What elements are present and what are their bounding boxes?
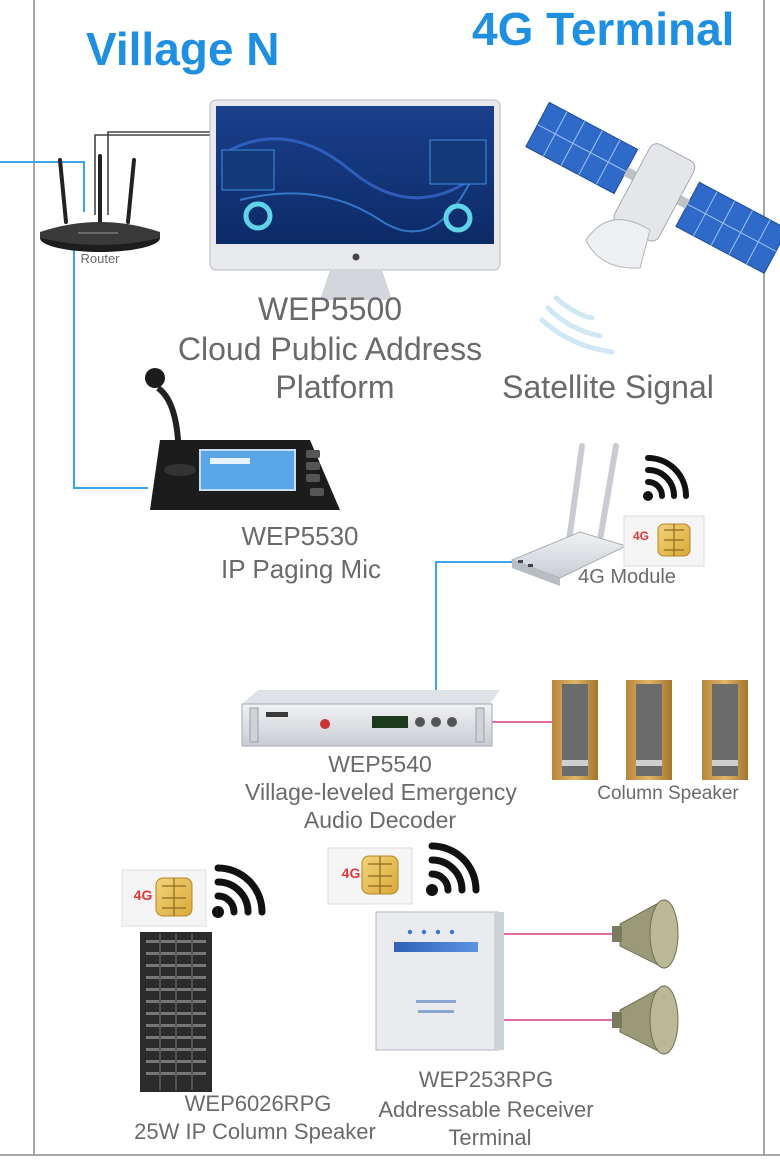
router-label: Router xyxy=(80,251,120,266)
terminal-title: 4G Terminal xyxy=(472,3,735,55)
ip-column-speaker-icon xyxy=(140,932,212,1092)
4g-module-icon xyxy=(510,443,628,586)
wifi-icon-receiver xyxy=(426,842,480,896)
platform-model: WEP5500 xyxy=(257,291,403,327)
monitor-icon xyxy=(209,99,501,300)
decoder-model: WEP5540 xyxy=(328,751,432,777)
platform-line2: Platform xyxy=(275,369,395,405)
ip-column-sim-text: 4G xyxy=(133,887,153,903)
network-links xyxy=(0,131,514,692)
satellite-signal-waves xyxy=(539,295,615,355)
village-title: Village N xyxy=(86,23,280,75)
decoder-line2: Audio Decoder xyxy=(303,807,457,833)
receiver-sim-text: 4G xyxy=(341,865,361,881)
sim-card-icon xyxy=(623,515,705,567)
sim-card-icon-column xyxy=(121,869,207,927)
sim-card-icon-receiver xyxy=(327,847,413,905)
ip-column-model: WEP6026RPG xyxy=(184,1091,332,1116)
platform-line1: Cloud Public Address xyxy=(177,331,483,367)
wifi-icon-column xyxy=(212,864,266,918)
wifi-icon xyxy=(643,455,689,501)
paging-mic-model: WEP5530 xyxy=(241,521,359,551)
speaker-links xyxy=(490,721,620,1021)
satellite-label: Satellite Signal xyxy=(502,369,714,405)
receiver-model: WEP253RPG xyxy=(418,1067,554,1092)
4g-module-sim-text: 4G xyxy=(632,529,649,543)
4g-module-label: 4G Module xyxy=(578,566,676,588)
satellite-icon xyxy=(525,101,780,275)
horn-speakers-icon xyxy=(612,899,679,1055)
paging-mic-desc: IP Paging Mic xyxy=(221,554,381,584)
receiver-box-icon xyxy=(375,911,504,1051)
receiver-line1: Addressable Receiver xyxy=(378,1097,594,1122)
ip-column-desc: 25W IP Column Speaker xyxy=(134,1119,376,1144)
router-icon xyxy=(40,154,160,252)
receiver-line2: Terminal xyxy=(448,1125,532,1150)
paging-mic-icon xyxy=(145,368,340,510)
column-speakers-icon xyxy=(552,680,748,780)
column-speaker-label: Column Speaker xyxy=(597,783,739,804)
decoder-rack-icon xyxy=(241,690,500,747)
decoder-line1: Village-leveled Emergency xyxy=(245,779,517,805)
